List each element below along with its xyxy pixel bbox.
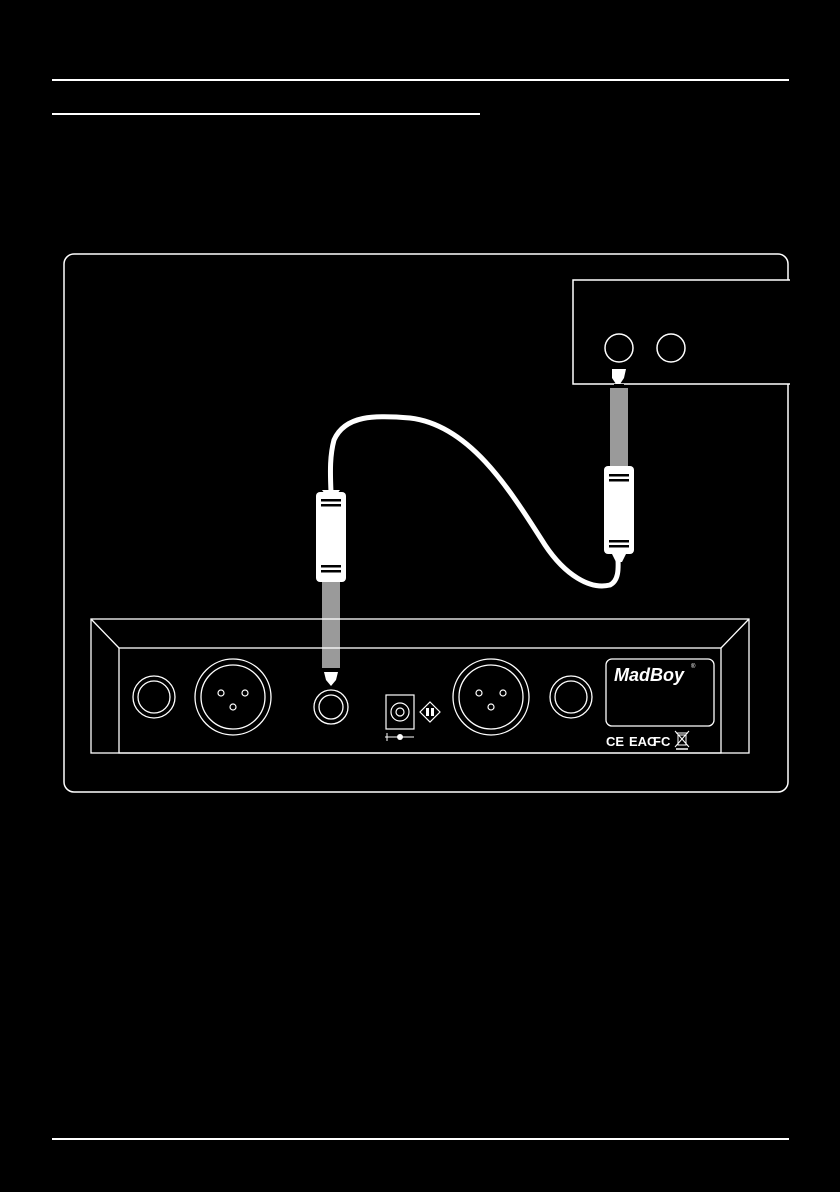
- left-antenna-socket: [133, 676, 175, 718]
- xlr-connector-icon: [453, 659, 529, 735]
- xlr-connector-icon: [195, 659, 271, 735]
- right-plug-sleeve: [610, 388, 628, 466]
- external-device: [573, 280, 790, 384]
- right-jack-plug: [604, 369, 634, 562]
- certification-marks: CE EAC FC: [606, 731, 689, 749]
- external-device-panel: [573, 280, 790, 384]
- audio-cable: [330, 417, 618, 586]
- dc-power-jack-icon: [385, 695, 440, 741]
- receiver-rear-panel: MadBoy ® CE EAC FC: [91, 619, 749, 753]
- receiver-outer: [91, 619, 749, 753]
- right-antenna-socket: [550, 676, 592, 718]
- trademark-symbol: ®: [691, 663, 696, 670]
- brand-label-plate: MadBoy ®: [606, 659, 714, 726]
- left-plug-sleeve: [322, 582, 340, 668]
- crossed-bin-icon: [675, 731, 689, 749]
- brand-logo: MadBoy: [614, 665, 685, 685]
- polarity-icon: [385, 733, 414, 741]
- left-plug-tip: [324, 672, 338, 686]
- left-jack-plug: [316, 490, 346, 686]
- ce-mark: CE: [606, 734, 624, 749]
- jack-socket-icon: [314, 690, 348, 724]
- fcc-mark: FC: [653, 734, 671, 749]
- diamond-symbol-icon: [420, 702, 440, 722]
